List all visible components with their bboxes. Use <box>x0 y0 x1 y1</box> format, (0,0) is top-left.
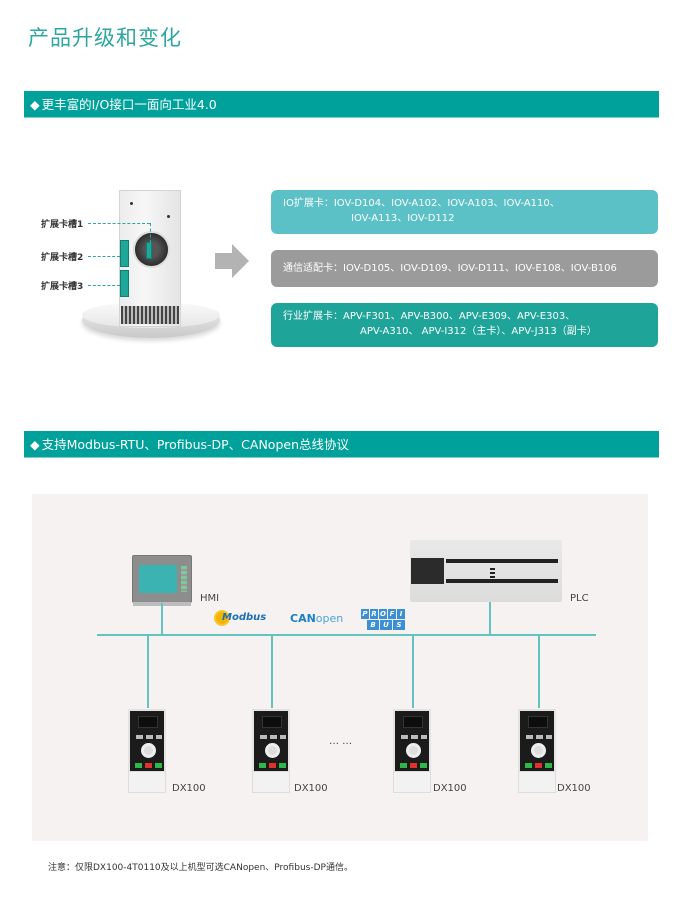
footnote: 注意：仅限DX100-4T0110及以上机型可选CANopen、Profibus… <box>48 863 353 873</box>
drive-dx100-2 <box>252 709 290 793</box>
hmi-label: HMI <box>200 593 220 604</box>
drive-label-4: DX100 <box>557 783 591 794</box>
drive-dx100-3 <box>393 709 431 793</box>
terminal-block <box>121 306 179 324</box>
modbus-logo-icon <box>216 612 228 624</box>
drive-drop-line-1 <box>147 636 149 708</box>
comm-card-line1: 通信适配卡：IOV-D105、IOV-D109、IOV-D111、IOV-E10… <box>283 263 617 274</box>
drive-dx100-4 <box>518 709 556 793</box>
expansion-slot-3 <box>120 270 129 297</box>
leader-line-2 <box>88 256 120 257</box>
drive-label-3: DX100 <box>433 783 467 794</box>
diamond-icon: ◆ <box>30 437 40 452</box>
drive-label-2: DX100 <box>294 783 328 794</box>
drive-drop-line-2 <box>271 636 273 708</box>
drive-drop-line-4 <box>538 636 540 708</box>
profibus-logo: P R O F I B U S <box>361 609 405 631</box>
slot-label-2: 扩展卡槽2 <box>41 253 84 263</box>
comm-adapter-card-box: 通信适配卡：IOV-D105、IOV-D109、IOV-D111、IOV-E10… <box>271 250 658 287</box>
plc-drop-line <box>489 602 491 635</box>
industry-card-line2: APV-A310、 APV-I312（主卡）、APV-J313（副卡） <box>360 326 597 337</box>
leader-line-1 <box>88 223 150 224</box>
hmi-drop-line <box>161 603 163 635</box>
canopen-logo: CANopen <box>290 612 344 625</box>
leader-line-3 <box>88 285 120 286</box>
drive-back-view <box>119 190 181 327</box>
section-header-io: ◆更丰富的I/O接口一面向工业4.0 <box>24 91 659 118</box>
section-header-io-text: 更丰富的I/O接口一面向工业4.0 <box>41 97 217 112</box>
industry-card-line1: 行业扩展卡：APV-F301、APV-B300、APV-E309、APV-E30… <box>283 311 576 322</box>
ellipsis: … … <box>329 736 353 747</box>
fieldbus-line <box>97 634 596 636</box>
slot-label-3: 扩展卡槽3 <box>41 282 84 292</box>
drive-dx100-1 <box>128 709 166 793</box>
section-header-bus: ◆支持Modbus-RTU、Profibus-DP、CANopen总线协议 <box>24 431 659 458</box>
expansion-slot-1 <box>146 242 152 259</box>
plc-logo <box>411 558 444 584</box>
hmi-device <box>132 555 192 606</box>
page-title: 产品升级和变化 <box>28 26 182 50</box>
section-header-bus-text: 支持Modbus-RTU、Profibus-DP、CANopen总线协议 <box>41 437 350 452</box>
drive-drop-line-3 <box>412 636 414 708</box>
industry-expansion-card-box: 行业扩展卡：APV-F301、APV-B300、APV-E309、APV-E30… <box>271 303 658 347</box>
leader-line-1-v <box>150 223 151 243</box>
expansion-slot-2 <box>120 240 129 267</box>
slot-label-1: 扩展卡槽1 <box>41 220 84 230</box>
plc-label: PLC <box>570 593 589 604</box>
diamond-icon: ◆ <box>30 97 40 112</box>
plc-device <box>410 540 562 602</box>
io-expansion-card-box: IO扩展卡：IOV-D104、IOV-A102、IOV-A103、IOV-A11… <box>271 190 658 234</box>
modbus-logo-text: Modbus <box>222 612 267 623</box>
hmi-screen <box>139 565 177 593</box>
io-card-line1: IO扩展卡：IOV-D104、IOV-A102、IOV-A103、IOV-A11… <box>283 198 560 209</box>
io-card-line2: IOV-A113、IOV-D112 <box>351 213 455 224</box>
drive-label-1: DX100 <box>172 783 206 794</box>
